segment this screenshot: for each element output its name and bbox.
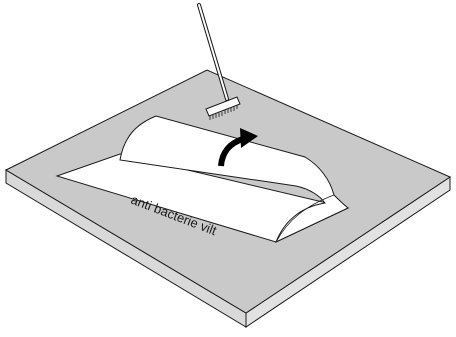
broom-handle-inner xyxy=(198,4,228,100)
curved-arrow-icon xyxy=(218,128,258,167)
broom-head xyxy=(205,96,241,117)
broom-icon xyxy=(197,3,241,120)
felt-rolled-flap xyxy=(119,115,349,243)
felt-fold-line xyxy=(275,194,335,243)
arrow-shaft xyxy=(218,136,245,167)
broom-bristles xyxy=(209,105,238,120)
arrow-head xyxy=(240,128,258,148)
